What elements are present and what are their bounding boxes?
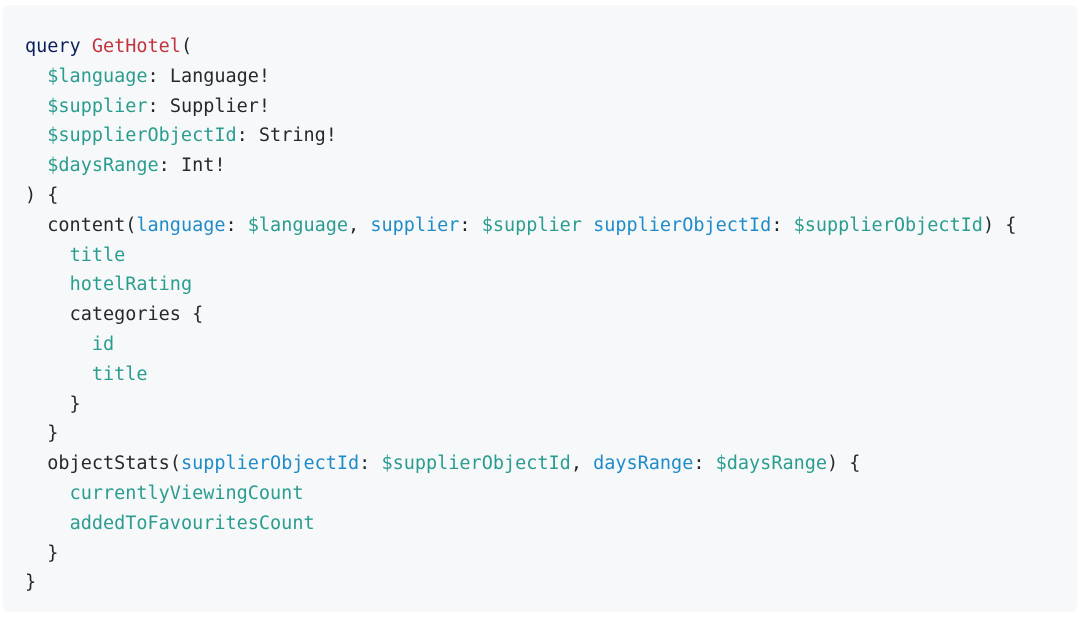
variable-name: $supplierObjectId [47, 125, 237, 147]
argument-name: supplier [370, 214, 460, 236]
selection-field: addedToFavouritesCount [69, 512, 315, 534]
operation-name: GetHotel [91, 36, 181, 57]
variable-type: String! [258, 125, 337, 147]
argument-value: $supplierObjectId [793, 214, 983, 236]
code-line-17: addedToFavouritesCount [25, 509, 1077, 539]
variable-name: $daysRange [47, 155, 159, 177]
variable-type: Supplier! [169, 95, 271, 117]
argument-name: supplierObjectId [180, 453, 360, 475]
selection-field: hotelRating [69, 274, 193, 296]
code-line-2: $language: Language! [47, 65, 271, 87]
code-line-16: currentlyViewingCount [25, 479, 1077, 509]
graphql-code: query GetHotel( $language: Language! $su… [25, 32, 1077, 598]
code-line-4: $supplierObjectId: String! [47, 125, 337, 147]
argument-name: daysRange [593, 453, 694, 475]
query-keyword: query [25, 36, 81, 57]
code-line-18: } [25, 542, 59, 564]
code-line-14: } [25, 423, 59, 445]
argument-name: language [136, 214, 226, 236]
code-line-5: $daysRange: Int! [47, 155, 226, 177]
code-line-12: title [25, 360, 1077, 390]
code-line-1: query GetHotel( [25, 36, 193, 57]
selection-field: title [69, 244, 126, 266]
code-line-13: } [25, 393, 81, 415]
code-line-15: objectStats(supplierObjectId: $supplierO… [47, 453, 861, 475]
selection-field: currentlyViewingCount [69, 482, 304, 504]
code-block: query GetHotel( $language: Language! $su… [3, 5, 1077, 612]
field-name: categories [69, 304, 181, 326]
argument-value: $supplierObjectId [381, 453, 571, 475]
code-line-9: hotelRating [25, 270, 1077, 300]
code-line-19: } [25, 572, 37, 594]
code-line-8: title [25, 241, 1077, 271]
argument-value: $language [247, 214, 349, 236]
argument-value: $supplier [481, 214, 582, 236]
variable-type: Language! [169, 65, 271, 87]
variable-type: Int! [180, 155, 226, 177]
field-name: content [47, 214, 126, 236]
code-line-3: $supplier: Supplier! [47, 95, 271, 117]
code-line-6: ) { [25, 184, 59, 206]
argument-value: $daysRange [715, 453, 828, 475]
selection-field: id [91, 333, 115, 355]
variable-name: $language [47, 65, 148, 87]
code-line-7: content(language: $language, supplier: $… [47, 214, 1017, 236]
field-name: objectStats [47, 453, 170, 475]
variable-name: $supplier [47, 95, 148, 117]
argument-name: supplierObjectId [593, 214, 772, 236]
selection-field: title [91, 363, 148, 385]
code-line-10: categories { [69, 304, 204, 326]
code-line-11: id [25, 330, 1077, 360]
